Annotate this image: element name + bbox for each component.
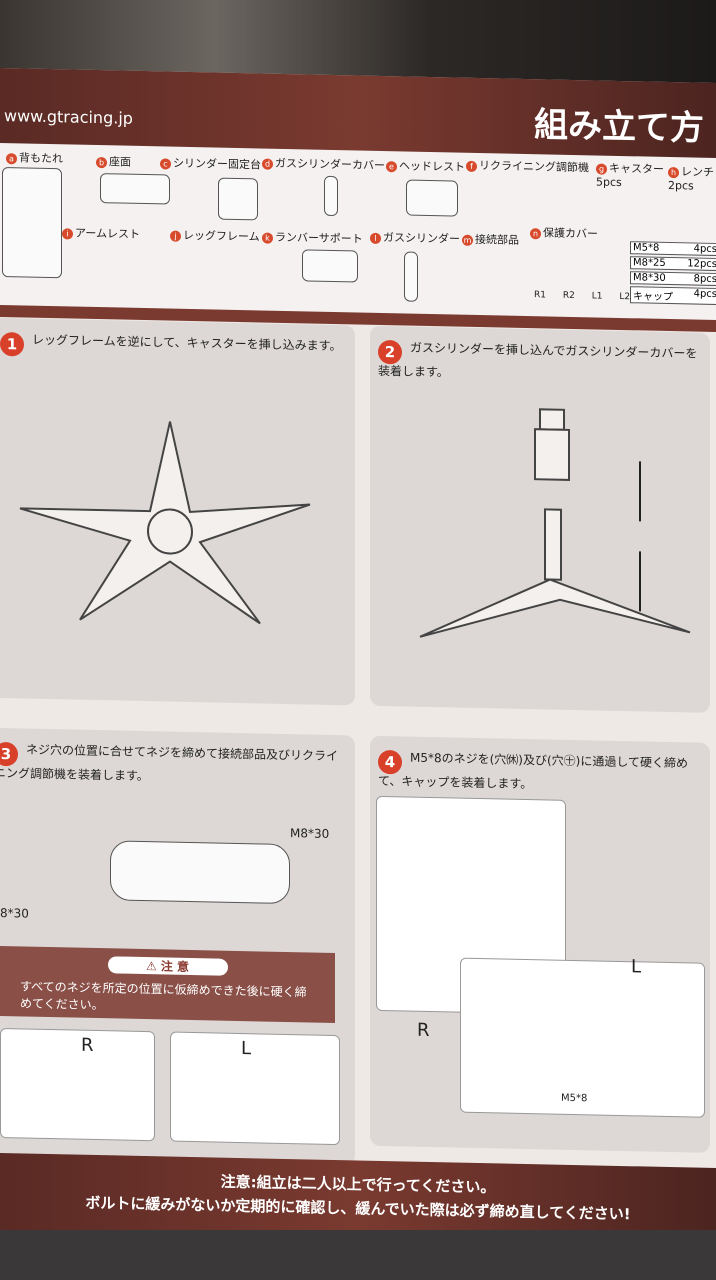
seat-illustration — [110, 840, 290, 905]
seat-image — [100, 173, 170, 205]
detail-left: L — [170, 1031, 340, 1146]
cylinder-cover-image — [324, 175, 338, 217]
detail-right: R — [0, 1028, 155, 1142]
background-bottom — [0, 1230, 716, 1280]
cylinder-illustration — [419, 408, 691, 638]
leg-frame-illustration — [19, 421, 311, 625]
lumbar-support-image — [302, 249, 358, 283]
cover-variants: R1 R2 L1 L2 — [534, 290, 631, 303]
website-url: www.gtracing.jp — [4, 106, 133, 128]
cylinder-base-image — [218, 177, 258, 221]
page-title: 組み立て方 — [534, 105, 704, 149]
caution-box: ⚠ 注 意すべてのネジを所定の位置に仮締めできた後に硬く締めてください。 — [0, 946, 335, 1024]
headrest-image — [406, 179, 458, 217]
gas-cylinder-image — [404, 251, 418, 302]
screw-label-m8x30: M8*30 — [290, 826, 330, 841]
screw-label-8x30: 8*30 — [0, 906, 29, 921]
backrest-image — [2, 167, 62, 279]
